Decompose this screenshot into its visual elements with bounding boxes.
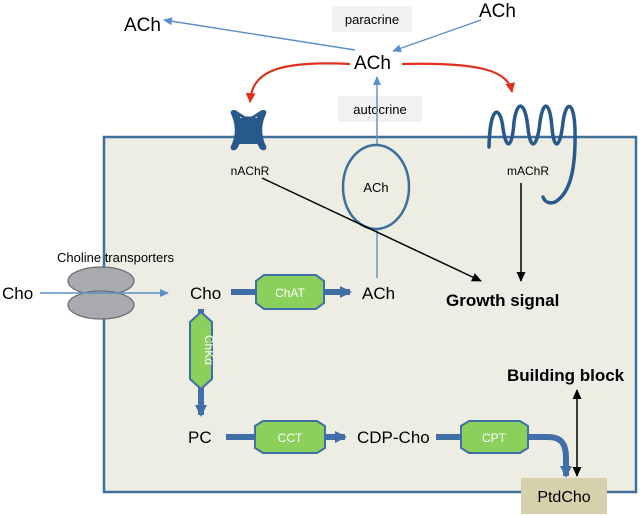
label-ach-center: ACh xyxy=(354,53,391,74)
label-ach-product: ACh xyxy=(362,284,395,303)
label-cct: CCT xyxy=(278,431,303,445)
arrow-nachr-to-growth xyxy=(261,177,482,282)
ach-vesicle xyxy=(341,143,411,231)
nachr-receptor-icon xyxy=(230,109,267,151)
label-ach-top-right: ACh xyxy=(479,1,516,22)
label-nachr: nAChR xyxy=(231,164,270,178)
enzyme-chka xyxy=(189,310,213,391)
label-cho-outside: Cho xyxy=(2,284,33,303)
arrow-ach-to-machr xyxy=(401,62,516,93)
enzyme-chat xyxy=(255,274,325,310)
autocrine-box xyxy=(338,96,422,122)
label-building-block: Building block xyxy=(507,366,625,385)
label-ach-vesicle: ACh xyxy=(363,180,388,195)
label-ach-top-left: ACh xyxy=(124,15,161,36)
machr-receptor-icon xyxy=(487,104,577,205)
label-autocrine: autocrine xyxy=(353,102,406,117)
label-choline-transporters: Choline transporters xyxy=(57,250,175,265)
enzyme-cpt xyxy=(460,420,529,454)
label-chat: ChAT xyxy=(275,286,305,300)
arrow-ach-from-right xyxy=(392,19,482,53)
ptdcho-box xyxy=(521,478,607,514)
arrow-cpt-reaction xyxy=(436,434,572,478)
label-cdp-cho: CDP-Cho xyxy=(357,428,430,447)
label-growth-signal: Growth signal xyxy=(446,291,559,310)
paracrine-box xyxy=(332,6,412,32)
label-pc: PC xyxy=(188,428,212,447)
enzyme-cct xyxy=(254,420,326,454)
label-cho-inside: Cho xyxy=(190,284,221,303)
label-paracrine: paracrine xyxy=(345,12,399,27)
label-ptdcho: PtdCho xyxy=(537,489,590,506)
label-machr: mAChR xyxy=(507,164,549,178)
label-chka: ChKα xyxy=(202,335,216,365)
label-cpt: CPT xyxy=(482,431,507,445)
arrow-ach-to-nachr xyxy=(245,62,351,103)
arrow-ach-to-left xyxy=(163,17,356,51)
choline-transporter-bottom xyxy=(67,290,135,320)
